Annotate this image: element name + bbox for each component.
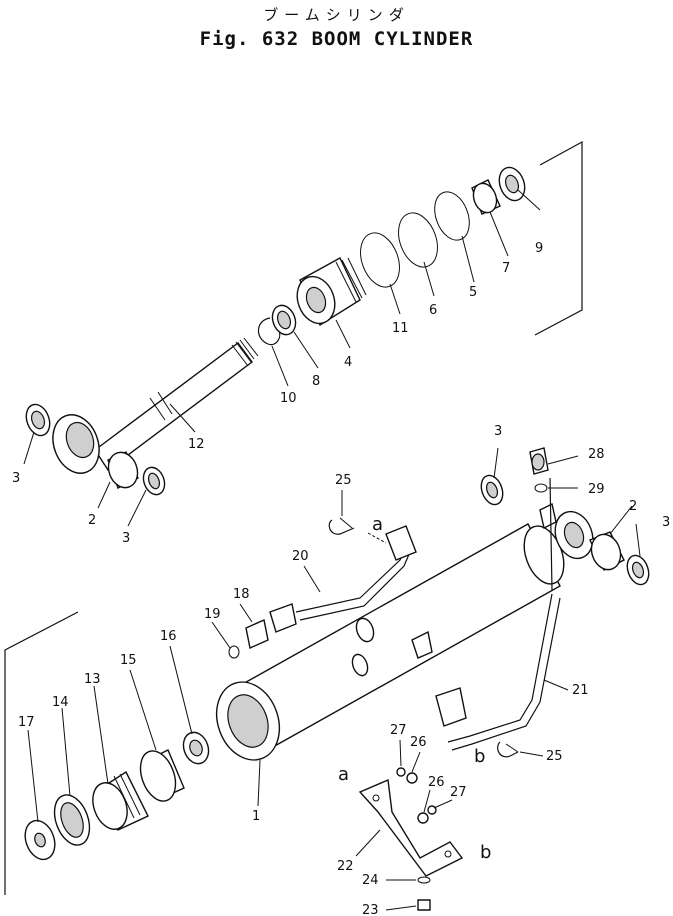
- callout-23: 23: [362, 903, 379, 916]
- callout-26-upper: 26: [410, 735, 427, 750]
- callout-18: 18: [233, 587, 250, 602]
- piston: [92, 770, 149, 831]
- callout-29: 29: [588, 482, 605, 497]
- rod-seal: [498, 166, 526, 202]
- callout-17: 17: [18, 715, 35, 730]
- lower-tube: [435, 593, 561, 751]
- tube-bracket: [358, 778, 464, 877]
- bolt: [417, 899, 431, 911]
- callout-16: 16: [160, 629, 177, 644]
- connector-o-ring: [228, 645, 240, 659]
- piston-rod: [52, 337, 259, 474]
- callout-22: 22: [337, 859, 354, 874]
- callout-3-left: 3: [12, 471, 20, 486]
- letter-a-lower: a: [338, 764, 349, 785]
- callout-12: 12: [188, 437, 205, 452]
- clamp-bolt-upper: [328, 517, 355, 535]
- callout-6: 6: [429, 303, 437, 318]
- o-ring: [398, 212, 438, 268]
- callout-27-upper: 27: [390, 723, 407, 738]
- callout-20: 20: [292, 549, 309, 564]
- letter-b-bracket: b: [480, 842, 491, 863]
- leader-lines: [23, 189, 641, 911]
- dust-seal-far-right: [626, 554, 650, 586]
- callout-25-upper: 25: [335, 473, 352, 488]
- needle-bearing: [271, 304, 297, 336]
- callout-26-lower: 26: [428, 775, 445, 790]
- dust-seal-top: [480, 474, 504, 506]
- lower-group-bracket: [4, 611, 79, 895]
- upper-tube: [269, 525, 417, 633]
- callout-9: 9: [535, 241, 543, 256]
- letter-b-lower: b: [474, 746, 485, 767]
- cylinder-tube: [215, 502, 594, 761]
- upper-group-bracket: [534, 140, 583, 336]
- dust-seal-right-of-rod: [142, 466, 166, 496]
- bushing-right: [589, 531, 625, 571]
- dust-seal-left: [25, 403, 51, 437]
- callout-25-lower: 25: [546, 749, 563, 764]
- backup-ring: [360, 232, 400, 288]
- bushing-left: [107, 451, 139, 489]
- callout-2-left: 2: [88, 513, 96, 528]
- head-bushing: [471, 179, 501, 215]
- letter-a-upper: a: [372, 514, 383, 535]
- fitting-connector-line: [549, 477, 553, 591]
- washer-end: [24, 819, 56, 861]
- leader-a-upper: [367, 532, 387, 544]
- fitting-o-ring: [534, 483, 548, 493]
- clamp-bolt-lower: [497, 741, 519, 758]
- washer-upper: [396, 767, 406, 777]
- callout-7: 7: [502, 261, 510, 276]
- connector-fitting: [245, 619, 269, 649]
- title-japanese: ブームシリンダ: [263, 6, 410, 24]
- callout-5: 5: [469, 285, 477, 300]
- o-ring-small: [434, 191, 470, 241]
- callout-8: 8: [312, 374, 320, 389]
- callout-11: 11: [392, 321, 409, 336]
- callout-19: 19: [204, 607, 221, 622]
- callout-4: 4: [344, 355, 352, 370]
- callout-27-lower: 27: [450, 785, 467, 800]
- callout-13: 13: [84, 672, 101, 687]
- callout-2-right: 2: [629, 499, 637, 514]
- callout-3-rod: 3: [122, 531, 130, 546]
- callout-28: 28: [588, 447, 605, 462]
- lock-washer: [417, 876, 431, 884]
- piston-nut: [182, 731, 210, 765]
- piston-ring: [139, 749, 185, 802]
- nut-upper: [406, 772, 418, 784]
- piston-wear-ring: [53, 794, 91, 846]
- callout-3-right: 3: [662, 515, 670, 530]
- figure-title: Fig. 632 BOOM CYLINDER: [199, 28, 474, 50]
- snap-ring: [257, 317, 281, 346]
- callout-1: 1: [252, 809, 260, 824]
- nut-lower: [417, 812, 429, 824]
- cylinder-head: [296, 257, 367, 327]
- callout-3-top: 3: [494, 424, 502, 439]
- callout-21: 21: [572, 683, 589, 698]
- callout-24: 24: [362, 873, 379, 888]
- elbow-fitting: [529, 447, 549, 475]
- callout-10: 10: [280, 391, 297, 406]
- callout-15: 15: [120, 653, 137, 668]
- callout-14: 14: [52, 695, 69, 710]
